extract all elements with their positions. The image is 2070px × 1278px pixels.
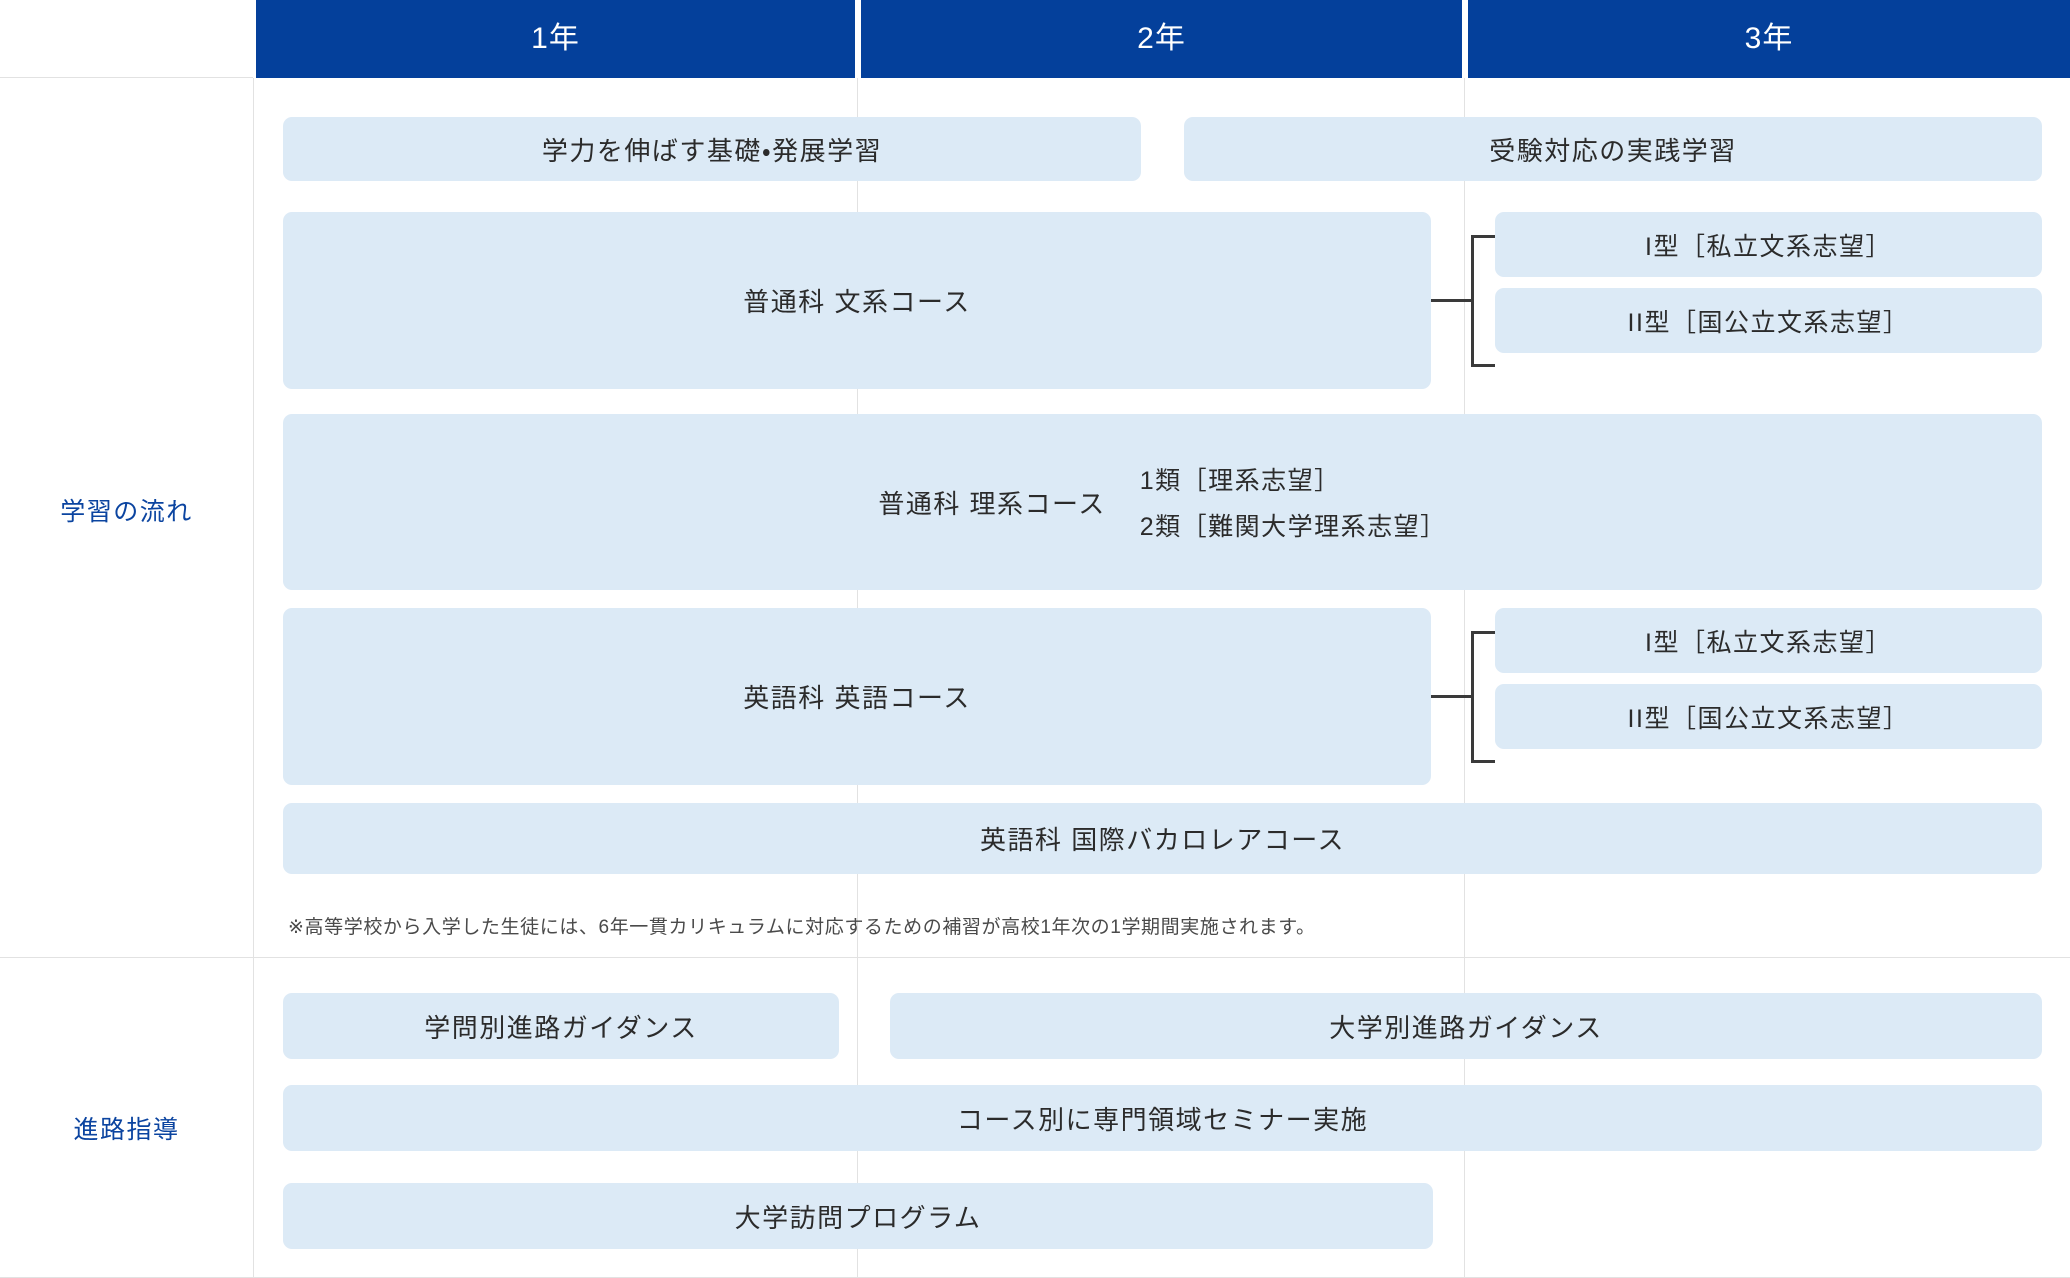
header-label-year3: 3年 <box>1744 22 1794 55</box>
study-box-english-type1: I型［私立文系志望］ <box>1495 608 2042 673</box>
header-label-year2: 2年 <box>1137 22 1186 55</box>
header-cell-year3: 3年 <box>1468 0 2070 78</box>
study-box-english-department-course-text: 英語科 英語コース <box>743 683 971 713</box>
study-box-liberal-arts-type2-text: II型［国公立文系志望］ <box>1627 308 1910 337</box>
study-box-liberal-arts-type1: I型［私立文系志望］ <box>1495 212 2042 277</box>
study-footnote-text: ※高等学校から入学した生徒には、6年一貫カリキュラムに対応するための補習が高校1… <box>288 917 1316 938</box>
career-box-academic-field-guidance: 学問別進路ガイダンス <box>283 993 839 1059</box>
grid-hline-section-divider <box>0 957 2070 958</box>
career-box-university-guidance-text: 大学別進路ガイダンス <box>1329 1012 1603 1043</box>
study-box-liberal-arts-type1-text: I型［私立文系志望］ <box>1645 232 1892 261</box>
study-box-liberal-arts-type2: II型［国公立文系志望］ <box>1495 288 2042 353</box>
study-box-general-liberal-arts: 普通科 文系コース <box>283 212 1431 389</box>
study-box-international-baccalaureate-text: 英語科 国際バカロレアコース <box>980 825 1345 855</box>
study-box-international-baccalaureate: 英語科 国際バカロレアコース <box>283 803 2042 874</box>
section-label-career-guidance-text: 進路指導 <box>73 1116 180 1144</box>
study-box-general-liberal-arts-text: 普通科 文系コース <box>743 287 971 317</box>
study-box-foundation-development: 学力を伸ばす基礎・発展学習 <box>283 117 1141 181</box>
study-box-english-type1-text: I型［私立文系志望］ <box>1645 628 1892 657</box>
study-box-english-department-course: 英語科 英語コース <box>283 608 1431 785</box>
grid-vline-year2-year3 <box>1464 78 1465 1278</box>
grid-vline-label-column <box>253 78 254 1278</box>
section-label-study-flow-text: 学習の流れ <box>60 498 193 526</box>
study-box-science-class2: 2類［難関大学理系志望］ <box>1139 513 1447 541</box>
study-box-exam-practice: 受験対応の実践学習 <box>1184 117 2042 181</box>
career-box-university-visit-program: 大学訪問プログラム <box>283 1183 1433 1249</box>
section-label-study-flow: 学習の流れ <box>0 492 253 528</box>
study-box-general-science-text: 普通科 理系コース <box>878 488 1106 519</box>
study-box-science-class1: 1類［理系志望］ <box>1139 467 1341 495</box>
career-box-course-seminar: コース別に専門領域セミナー実施 <box>283 1085 2042 1151</box>
career-box-course-seminar-text: コース別に専門領域セミナー実施 <box>956 1104 1369 1135</box>
study-box-general-science-subtypes: 1類［理系志望］ 2類［難関大学理系志望］ <box>1140 461 1447 543</box>
study-box-exam-practice-text: 受験対応の実践学習 <box>1489 135 1737 166</box>
branch-connector-english <box>1431 608 1495 785</box>
header-cell-year1: 1年 <box>256 0 855 78</box>
study-box-foundation-development-text: 学力を伸ばす基礎・発展学習 <box>541 135 883 166</box>
career-box-university-visit-program-text: 大学訪問プログラム <box>734 1202 982 1233</box>
study-box-english-type2-text: II型［国公立文系志望］ <box>1627 704 1910 733</box>
section-label-career-guidance: 進路指導 <box>0 1110 253 1146</box>
study-footnote: ※高等学校から入学した生徒には、6年一貫カリキュラムに対応するための補習が高校1… <box>288 912 1316 939</box>
grid-hline-body-top <box>0 77 253 78</box>
study-box-english-type2: II型［国公立文系志望］ <box>1495 684 2042 749</box>
career-box-university-guidance: 大学別進路ガイダンス <box>890 993 2042 1059</box>
header-label-year1: 1年 <box>531 22 580 55</box>
study-box-general-science: 普通科 理系コース 1類［理系志望］ 2類［難関大学理系志望］ <box>283 414 2042 590</box>
career-box-academic-field-guidance-text: 学問別進路ガイダンス <box>424 1012 698 1043</box>
header-cell-year2: 2年 <box>861 0 1462 78</box>
branch-connector-liberal-arts <box>1431 212 1495 389</box>
